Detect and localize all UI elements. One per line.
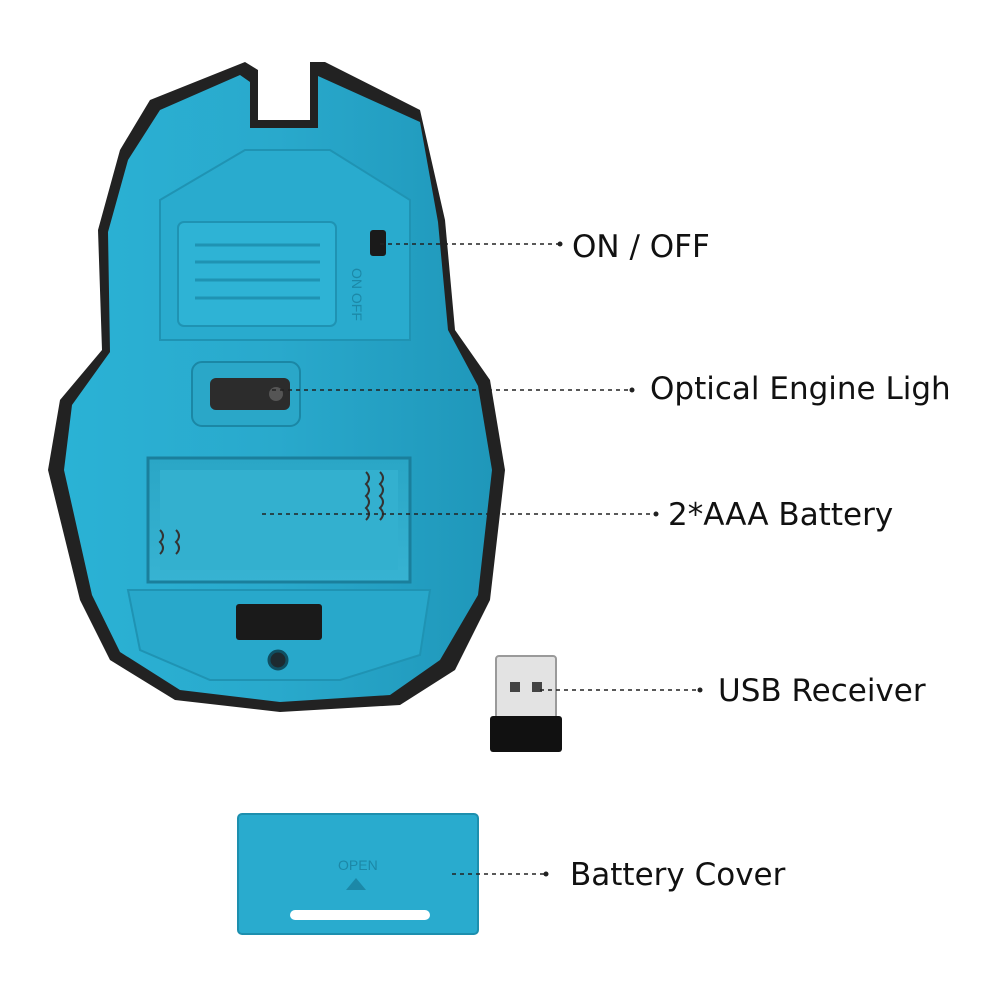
label-battery: 2*AAA Battery: [668, 497, 894, 533]
label-on-off: ON / OFF: [572, 229, 710, 265]
connect-button: [236, 604, 322, 640]
usb-receiver-contact-right: [532, 682, 542, 692]
callout-dot-optical: [629, 387, 635, 393]
callout-dot-battery: [653, 511, 659, 517]
label-usb-receiver: USB Receiver: [718, 673, 926, 709]
label-battery-cover: Battery Cover: [570, 857, 786, 893]
mouse-underside: ON OFF: [48, 62, 505, 712]
usb-receiver-plug: [495, 655, 557, 721]
callout-dot-usb: [697, 687, 703, 693]
on-off-switch: [370, 230, 386, 256]
battery-cover: OPEN: [237, 813, 479, 935]
callout-dot-onoff: [557, 241, 563, 247]
callout-dot-cover: [543, 871, 549, 877]
battery-compartment-inner: [160, 470, 398, 570]
optical-sensor-lens: [269, 387, 283, 401]
optical-sensor-window: [210, 378, 290, 410]
usb-receiver-body: [490, 716, 562, 752]
battery-cover-slot: [290, 910, 430, 920]
usb-receiver-contact-left: [510, 682, 520, 692]
callout-lines: [262, 241, 703, 877]
sticker-text-lines: [195, 243, 320, 300]
open-arrow-icon: [346, 878, 366, 890]
switch-engraving: ON OFF: [349, 268, 365, 321]
usb-receiver: [490, 655, 562, 752]
battery-springs: [158, 471, 384, 555]
label-sticker: [177, 221, 337, 327]
battery-cover-engraving: OPEN: [338, 857, 378, 873]
label-optical-engine: Optical Engine Ligh: [650, 371, 951, 407]
screw: [267, 649, 289, 671]
